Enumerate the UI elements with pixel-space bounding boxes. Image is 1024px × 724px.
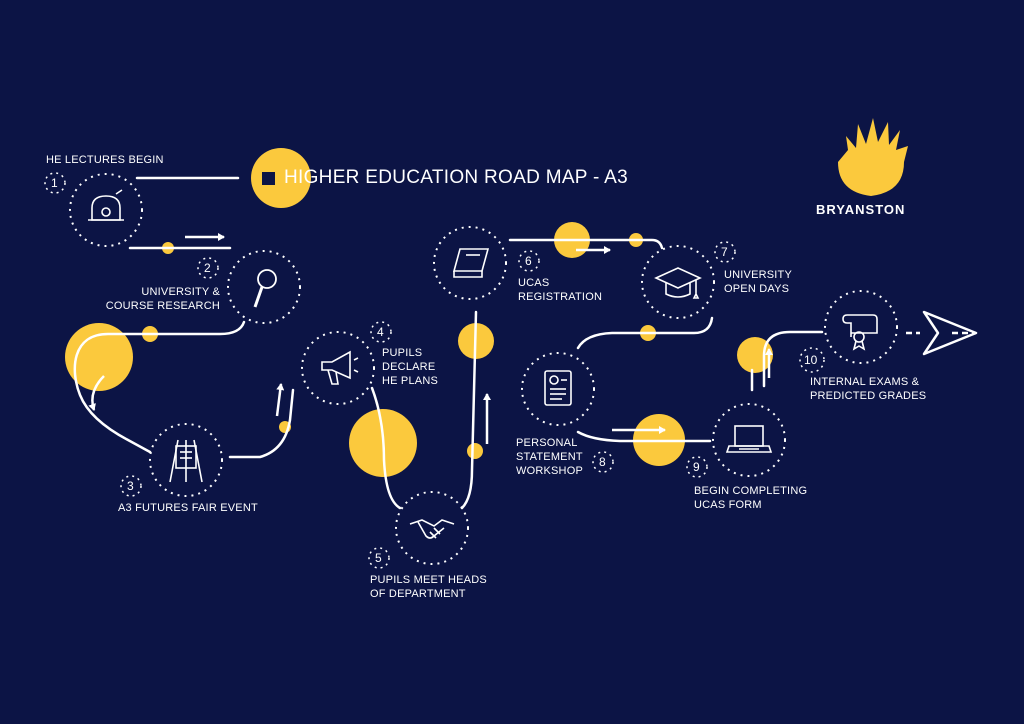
megaphone-icon (321, 350, 359, 385)
bryanston-flame-logo (838, 118, 908, 196)
number-rings (44, 172, 825, 569)
step-4-icon-group (301, 331, 375, 405)
book-icon (452, 248, 490, 278)
step-9-label: BEGIN COMPLETING UCAS FORM (694, 485, 808, 511)
page-title: HIGHER EDUCATION ROAD MAP - A3 (284, 167, 629, 188)
step-5-icon-group (395, 491, 469, 565)
step-8-label: PERSONAL STATEMENT WORKSHOP (516, 437, 583, 477)
step-9-number: 9 (693, 460, 700, 474)
step-10-number: 10 (804, 353, 818, 367)
step-10-label: INTERNAL EXAMS & PREDICTED GRADES (810, 376, 927, 402)
accent-circle (65, 323, 133, 391)
step-6-icon-group (433, 226, 507, 300)
step-3-label: A3 FUTURES FAIR EVENT (118, 502, 258, 514)
step-7-number: 7 (721, 245, 728, 259)
title-circle (251, 148, 311, 208)
step-6-number: 6 (525, 254, 532, 268)
step-4-number: 4 (377, 325, 384, 339)
step-2-number: 2 (204, 261, 211, 275)
laptop-icon (725, 425, 773, 453)
step-8-number: 8 (599, 455, 606, 469)
step-1-label: HE LECTURES BEGIN (46, 154, 164, 166)
step-6-label: UCAS REGISTRATION (518, 277, 603, 303)
step-9-icon-group (712, 403, 786, 477)
brand-name: BRYANSTON (816, 202, 906, 217)
step-7-label: UNIVERSITY OPEN DAYS (724, 269, 793, 295)
diploma-icon (842, 314, 878, 351)
document-icon (544, 370, 572, 406)
step-1-number: 1 (51, 176, 58, 190)
finish-arrow-icon (922, 310, 978, 356)
step-8-icon-group (521, 352, 595, 426)
step-5-label: PUPILS MEET HEADS OF DEPARTMENT (370, 574, 487, 600)
bell-icon (88, 189, 124, 221)
road-path (73, 176, 824, 510)
handshake-icon (409, 519, 455, 539)
graduation-cap-icon (654, 267, 702, 299)
step-5-number: 5 (375, 551, 382, 565)
direction-arrows (88, 233, 976, 444)
step-1-icon-group (69, 173, 143, 247)
accent-dot (467, 443, 483, 459)
magnifier-icon (253, 269, 277, 308)
title-square-icon (262, 172, 275, 185)
step-7-icon-group (641, 245, 715, 319)
step-3-icon-group (149, 423, 223, 497)
step-2-icon-group (227, 250, 301, 324)
step-4-label: PUPILS DECLARE HE PLANS (382, 347, 439, 387)
step-2-label: UNIVERSITY & COURSE RESEARCH (105, 286, 220, 312)
step-3-number: 3 (127, 479, 134, 493)
step-10-icon-group (824, 290, 898, 364)
easel-icon (169, 439, 203, 483)
